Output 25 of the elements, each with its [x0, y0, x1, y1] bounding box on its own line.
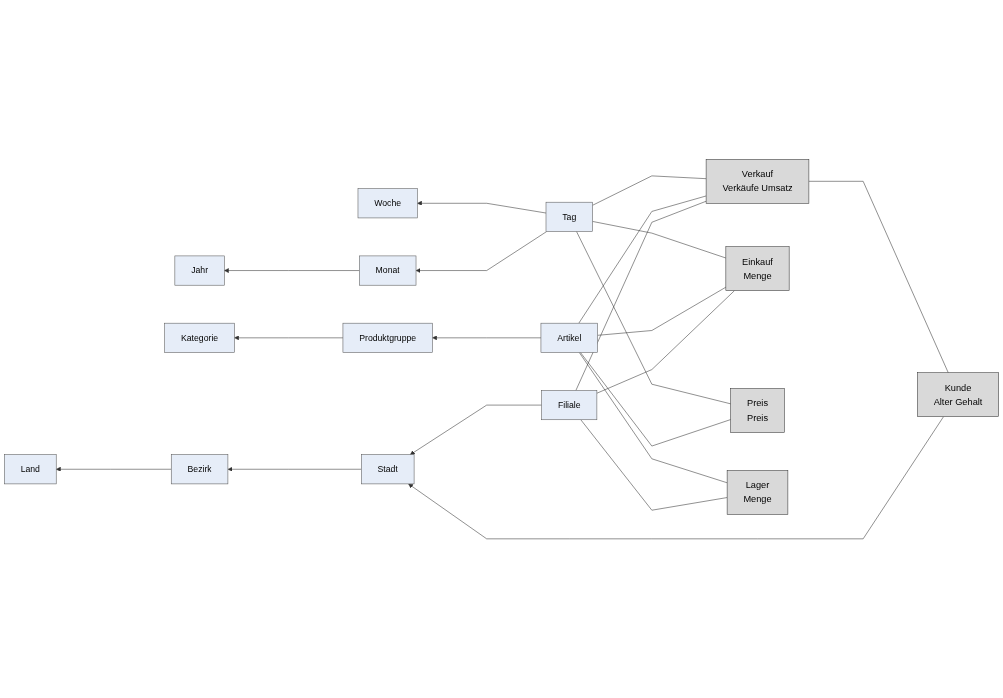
- node-box: Kategorie: [164, 322, 235, 353]
- connector: [579, 352, 728, 483]
- node-box: Einkauf Menge: [725, 246, 790, 291]
- connector: [592, 221, 727, 259]
- node-box: Kunde Alter Gehalt: [917, 372, 999, 417]
- node-box: Preis Preis: [730, 388, 785, 433]
- node-box: Lager Menge: [726, 470, 789, 515]
- node-box: Tag: [545, 201, 593, 232]
- connector: [597, 286, 727, 336]
- node-box: Land: [4, 454, 57, 485]
- node-box: Filiale: [541, 390, 598, 420]
- node-box: Bezirk: [170, 454, 229, 485]
- node-box: Stadt: [361, 454, 415, 485]
- connector: [580, 352, 731, 447]
- connector: [575, 200, 707, 391]
- connector: [576, 231, 731, 405]
- node-box: Artikel: [540, 322, 598, 353]
- node-box: Monat: [359, 255, 417, 286]
- connector: [578, 195, 707, 324]
- node-box: Woche: [357, 188, 418, 219]
- node-box: Produktgruppe: [342, 322, 433, 353]
- connector: [596, 290, 735, 394]
- node-box: Jahr: [174, 255, 225, 286]
- connector: [808, 180, 949, 373]
- node-box: Verkauf Verkäufe Umsatz: [705, 159, 810, 204]
